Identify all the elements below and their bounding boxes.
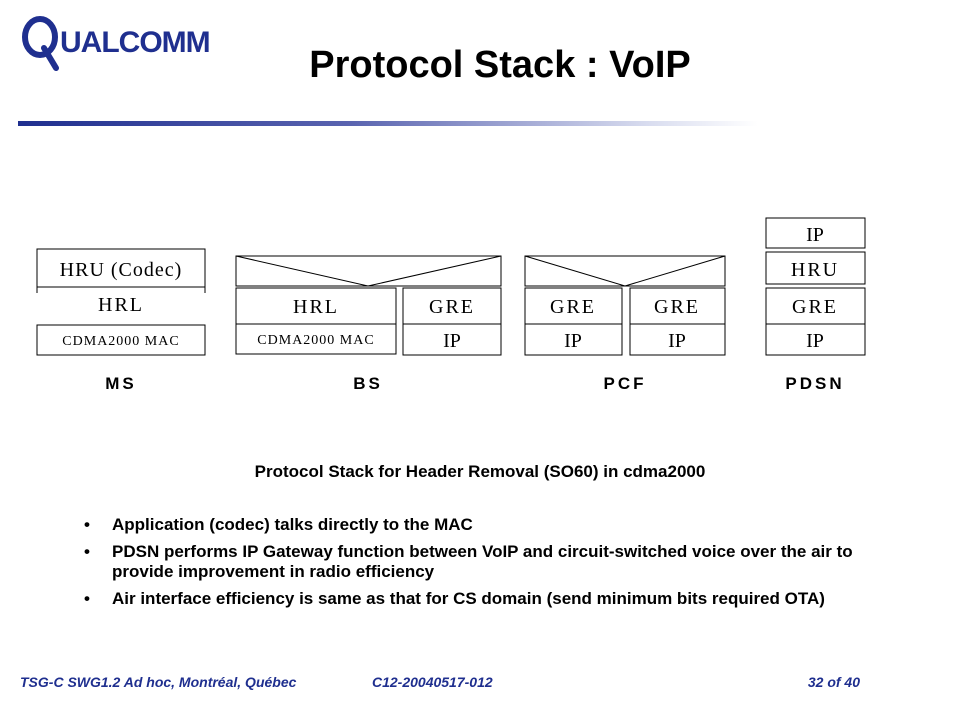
pdsn-stack xyxy=(765,217,866,356)
ms-row-2: HRL xyxy=(98,294,144,316)
footer-page-number: 32 of 40 xyxy=(807,674,860,690)
bullet-symbol: • xyxy=(84,589,90,608)
pdsn-label: PDSN xyxy=(785,374,844,393)
pdsn-hru-box xyxy=(765,251,866,285)
bullet-symbol: • xyxy=(84,542,90,561)
pcf-right-row-2: IP xyxy=(668,330,686,352)
bs-stack xyxy=(235,255,502,356)
bs-label: BS xyxy=(353,374,383,393)
bullet-symbol: • xyxy=(84,515,90,534)
pdsn-ip-top-box xyxy=(765,217,866,249)
pdsn-row-3: GRE xyxy=(792,296,838,318)
bs-right-row-2: IP xyxy=(443,330,461,352)
pcf-left-ip-box xyxy=(524,323,623,356)
ms-row-1: HRU (Codec) xyxy=(60,259,183,281)
logo-text: UALCOMM xyxy=(60,26,210,59)
bs-mac-box xyxy=(235,323,397,355)
pdsn-row-1: IP xyxy=(806,224,824,246)
bullet-text: Air interface efficiency is same as that… xyxy=(112,589,825,608)
bullet-list: • Application (codec) talks directly to t… xyxy=(84,515,874,616)
pdsn-ip-box xyxy=(765,323,866,356)
slide-title: Protocol Stack : VoIP xyxy=(309,44,691,86)
bs-right-row-1: GRE xyxy=(429,296,475,318)
diagram-caption: Protocol Stack for Header Removal (SO60)… xyxy=(254,462,706,481)
pcf-right-ip-box xyxy=(629,323,726,356)
pcf-stack xyxy=(524,255,726,356)
pcf-label: PCF xyxy=(604,374,647,393)
pcf-top-box xyxy=(524,255,726,287)
qualcomm-logo: UALCOMM xyxy=(22,16,211,71)
pcf-right-row-1: GRE xyxy=(654,296,700,318)
ms-stack xyxy=(36,248,206,356)
bs-left-row-2: CDMA2000 MAC xyxy=(257,333,374,348)
ms-hru-box xyxy=(36,248,206,288)
bullet-item: • PDSN performs IP Gateway function betwe… xyxy=(84,542,874,582)
bullet-text: Application (codec) talks directly to th… xyxy=(112,515,473,534)
pdsn-row-4: IP xyxy=(806,330,824,352)
bullet-item: • Application (codec) talks directly to t… xyxy=(84,515,874,535)
title-divider xyxy=(18,121,758,126)
pcf-left-row-1: GRE xyxy=(550,296,596,318)
bullet-item: • Air interface efficiency is same as tha… xyxy=(84,589,874,609)
bs-ip-box xyxy=(402,323,502,356)
footer-doc-number: C12-20040517-012 xyxy=(372,674,493,690)
ms-mac-box xyxy=(36,324,206,356)
pdsn-row-2: HRU xyxy=(791,259,839,281)
pcf-left-row-2: IP xyxy=(564,330,582,352)
ms-label: MS xyxy=(105,374,137,393)
bs-top-box xyxy=(235,255,502,287)
bullet-text: PDSN performs IP Gateway function betwee… xyxy=(112,542,853,581)
footer-meeting: TSG-C SWG1.2 Ad hoc, Montréal, Québec xyxy=(20,674,297,690)
protocol-stack-diagram: HRU (Codec) HRL CDMA2000 MAC HRL CDMA200… xyxy=(36,217,866,393)
ms-row-3: CDMA2000 MAC xyxy=(62,334,179,349)
bs-left-row-1: HRL xyxy=(293,296,339,318)
